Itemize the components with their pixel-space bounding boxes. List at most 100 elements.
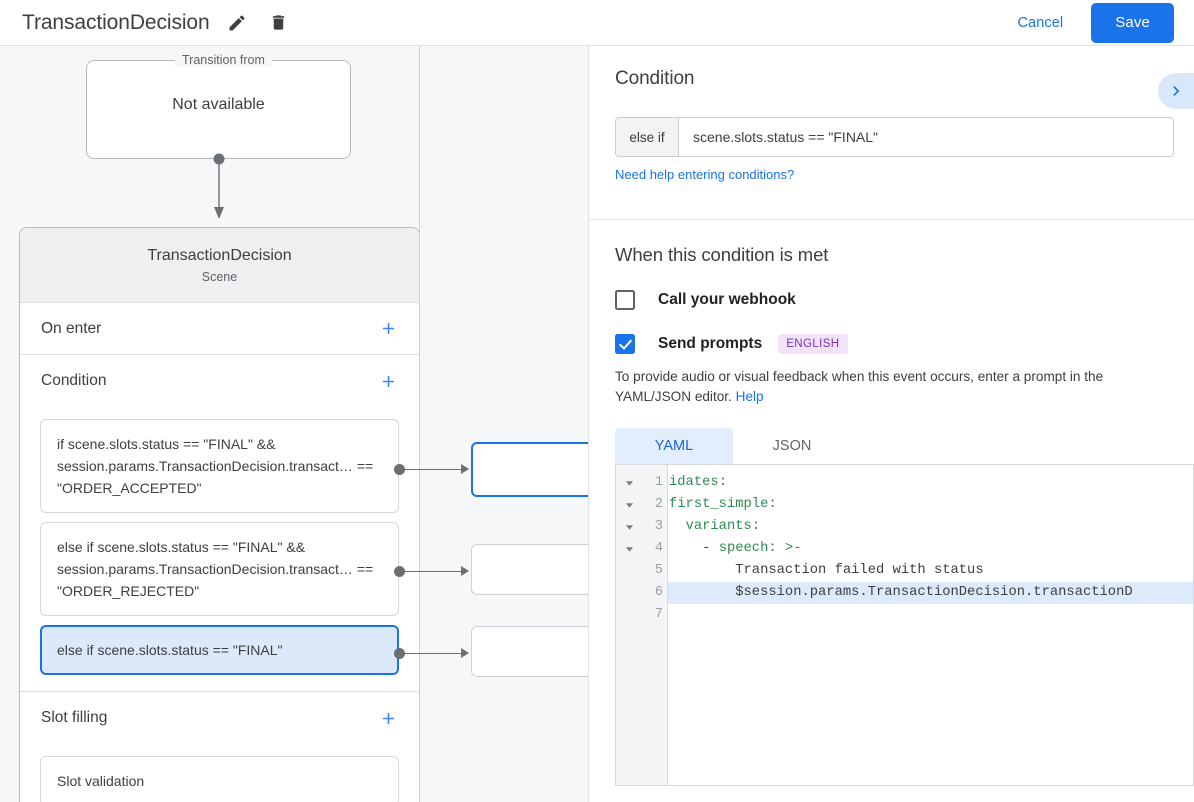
target-card-final[interactable] — [471, 626, 588, 677]
condition-node-dot[interactable] — [394, 648, 405, 659]
code-line[interactable]: Transaction failed with status — [669, 563, 984, 578]
app-header: TransactionDecision Cancel Save — [0, 0, 1194, 46]
tab-json[interactable]: JSON — [772, 438, 812, 454]
code-fold-gutter — [616, 465, 642, 785]
condition-prefix-label: else if — [616, 118, 679, 156]
condition-card[interactable]: if scene.slots.status == "FINAL" && sess… — [40, 419, 399, 513]
condition-help-link[interactable]: Need help entering conditions? — [615, 167, 795, 182]
code-line-number: 1 — [654, 475, 663, 490]
cancel-button[interactable]: Cancel — [1003, 6, 1077, 40]
scene-graph-canvas[interactable]: Transition from Not available Transactio… — [0, 46, 588, 802]
add-on-enter-plus-icon[interactable] — [375, 316, 401, 342]
section-slot-filling[interactable]: Slot filling — [20, 692, 419, 744]
transition-from-legend: Transition from — [175, 53, 272, 67]
trash-icon[interactable] — [264, 8, 294, 38]
canvas-divider-line — [419, 46, 420, 802]
code-fold-triangle-icon[interactable] — [616, 516, 642, 538]
pencil-icon[interactable] — [222, 8, 252, 38]
trash-icon-glyph — [273, 15, 285, 30]
code-line[interactable]: idates: — [669, 475, 727, 490]
code-line-number: 4 — [654, 541, 663, 556]
condition-details-panel: Condition else if Need help entering con… — [588, 46, 1194, 802]
section-on-enter-title: On enter — [41, 319, 102, 337]
when-condition-met-title: When this condition is met — [615, 244, 829, 265]
condition-card[interactable]: else if scene.slots.status == "FINAL" &&… — [40, 522, 399, 616]
code-fold-triangle-icon[interactable] — [616, 472, 642, 494]
code-content[interactable]: idates: first_simple: variants: - speech:… — [668, 465, 1193, 785]
webhook-checkbox[interactable] — [615, 290, 635, 310]
code-line-number: 7 — [654, 607, 663, 622]
condition-input-row[interactable]: else if — [615, 117, 1174, 157]
transition-to-card: TransactionDecision Scene On enter Condi… — [19, 227, 420, 802]
fold-triangle-icon-glyph — [625, 480, 633, 486]
condition-wire-arrow — [461, 566, 469, 576]
condition-wire — [404, 469, 461, 470]
condition-list: if scene.slots.status == "FINAL" && sess… — [20, 407, 419, 692]
code-fold-spacer — [616, 582, 642, 604]
send-prompts-label: Send prompts — [658, 335, 763, 352]
add-slot-filling-plus-icon[interactable] — [375, 705, 401, 731]
transition-connector-arrow — [213, 153, 225, 219]
pencil-icon-glyph — [229, 14, 245, 30]
code-line[interactable]: $session.params.TransactionDecision.tran… — [668, 582, 1193, 604]
transition-from-box: Transition from Not available — [86, 53, 351, 159]
code-line-number: 3 — [654, 519, 663, 534]
condition-card-selected[interactable]: else if scene.slots.status == "FINAL" — [40, 625, 399, 675]
condition-expression-input[interactable] — [679, 118, 1173, 156]
transition-from-value: Not available — [172, 96, 265, 113]
code-line[interactable]: variants: — [685, 519, 761, 534]
slot-validation-card[interactable]: Slot validation — [40, 756, 399, 802]
code-fold-triangle-icon[interactable] — [616, 538, 642, 560]
scene-name: TransactionDecision — [147, 246, 292, 264]
panel-condition-section: Condition else if Need help entering con… — [589, 46, 1194, 219]
fold-triangle-icon-glyph — [625, 524, 633, 530]
panel-divider — [589, 219, 1194, 220]
slot-filling-list: Slot validation — [20, 744, 419, 802]
code-fold-spacer — [616, 560, 642, 582]
condition-wire-arrow — [461, 648, 469, 658]
save-button[interactable]: Save — [1091, 2, 1174, 43]
editor-format-tabs: YAML JSON — [615, 428, 1194, 464]
plus-icon-glyph — [382, 322, 394, 335]
code-line-number: 5 — [654, 563, 663, 578]
panel-actions-section: When this condition is met Call your web… — [589, 220, 1194, 786]
chevron-right-icon[interactable] — [1158, 73, 1194, 109]
add-condition-plus-icon[interactable] — [375, 368, 401, 394]
code-line-numbers: 1 2 3 4 5 6 7 — [642, 465, 668, 785]
send-prompts-checkbox[interactable] — [615, 334, 635, 354]
scene-header: TransactionDecision Scene — [20, 228, 419, 303]
yaml-code-editor[interactable]: 1 2 3 4 5 6 7 idates: first_simple: variants: -… — [615, 464, 1194, 786]
section-condition-title: Condition — [41, 372, 107, 389]
code-line[interactable] — [668, 604, 1193, 626]
condition-node-dot[interactable] — [394, 566, 405, 577]
webhook-label: Call your webhook — [658, 291, 796, 308]
condition-node-dot[interactable] — [394, 464, 405, 475]
code-fold-triangle-icon[interactable] — [616, 494, 642, 516]
send-prompts-checkbox-row[interactable]: Send prompts ENGLISH — [615, 334, 1194, 354]
fold-triangle-icon-glyph — [625, 546, 633, 552]
prompts-description-text: To provide audio or visual feedback when… — [615, 369, 1104, 404]
condition-wire — [404, 653, 461, 654]
condition-wire — [404, 571, 461, 572]
prompts-help-link[interactable]: Help — [735, 389, 764, 404]
webhook-checkbox-row[interactable]: Call your webhook — [615, 290, 1194, 310]
code-line-number: 2 — [654, 497, 663, 512]
code-line[interactable]: first_simple: — [669, 497, 777, 512]
tab-yaml[interactable]: YAML — [615, 428, 733, 464]
prompts-description: To provide audio or visual feedback when… — [615, 367, 1166, 407]
condition-wire-arrow — [461, 464, 469, 474]
target-card-accepted[interactable] — [471, 442, 588, 497]
code-fold-spacer — [616, 604, 642, 626]
section-condition[interactable]: Condition — [20, 355, 419, 407]
panel-title: Condition — [615, 68, 695, 89]
chevron-right-icon-glyph — [1173, 86, 1180, 96]
code-line-number: 6 — [654, 585, 663, 600]
section-on-enter[interactable]: On enter — [20, 303, 419, 355]
code-line[interactable]: - speech: >- — [669, 541, 802, 556]
fold-triangle-icon-glyph — [625, 502, 633, 508]
scene-kind: Scene — [201, 269, 238, 284]
target-card-rejected[interactable] — [471, 544, 588, 595]
plus-icon-glyph — [382, 712, 394, 724]
language-badge: ENGLISH — [778, 334, 848, 354]
page-title: TransactionDecision — [22, 10, 210, 34]
